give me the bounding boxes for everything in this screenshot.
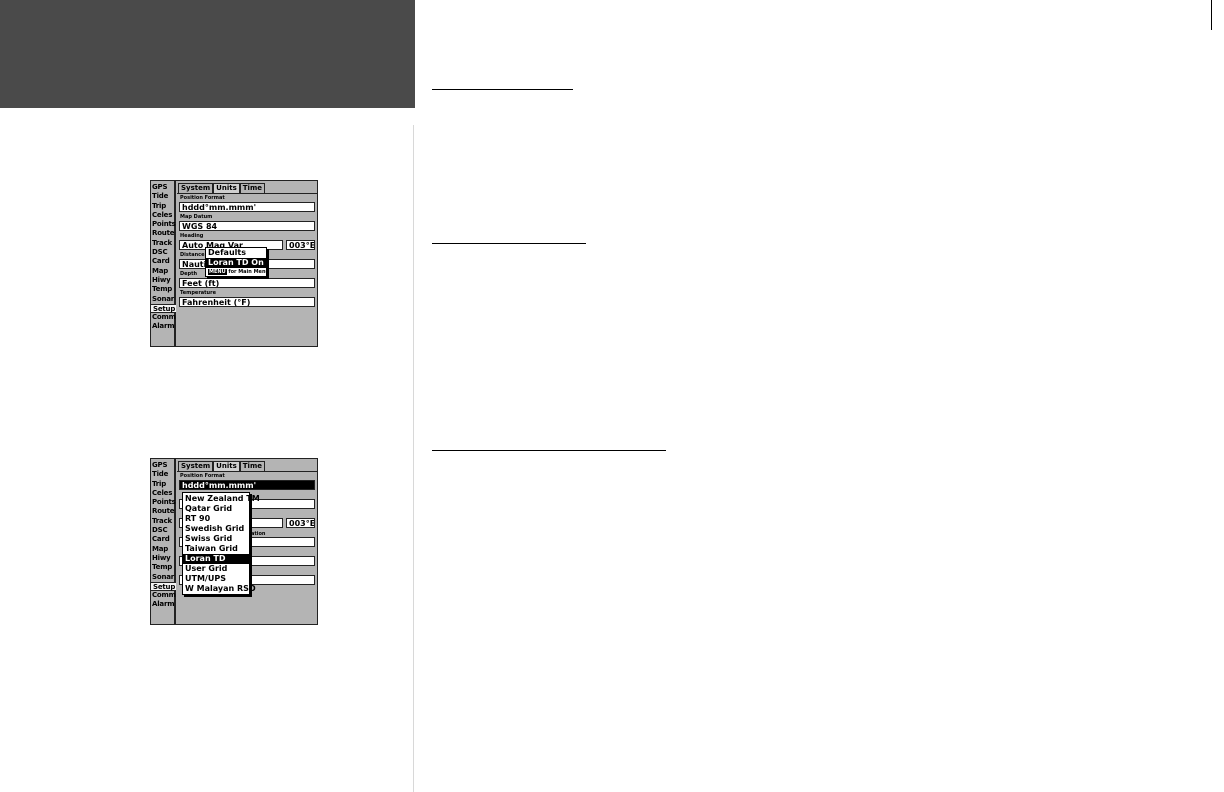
tab-system[interactable]: System <box>178 183 214 193</box>
side-item-celes[interactable]: Celes <box>152 210 173 219</box>
column-divider <box>413 125 414 792</box>
tab-underline <box>177 193 317 194</box>
side-item-dsc[interactable]: DSC <box>152 248 168 257</box>
format-option-qatar-grid[interactable]: Qatar Grid <box>185 504 233 513</box>
side-item-points[interactable]: Points <box>152 498 176 507</box>
position-format-field[interactable]: hddd°mm.mmm' <box>179 202 315 212</box>
side-item-track[interactable]: Track <box>152 238 172 247</box>
tab-units[interactable]: Units <box>213 183 240 193</box>
side-item-trip[interactable]: Trip <box>152 479 167 488</box>
side-item-tide[interactable]: Tide <box>152 470 169 479</box>
format-option-utm-ups[interactable]: UTM/UPS <box>185 574 226 583</box>
tab-time[interactable]: Time <box>239 461 265 471</box>
temperature-field[interactable]: Fahrenheit (°F) <box>179 297 315 307</box>
side-item-comm[interactable]: Comm <box>152 313 176 322</box>
side-item-route[interactable]: Route <box>152 507 175 516</box>
main-menu-list: GPS Tide Trip Celes Points Route Track D… <box>150 459 176 624</box>
menu-hint: MENU for Main Menu <box>206 268 270 276</box>
heading-label: Heading <box>180 233 204 239</box>
menu-key: MENU <box>208 269 227 275</box>
position-format-screen: GPS Tide Trip Celes Points Route Track D… <box>150 458 318 625</box>
tab-underline <box>177 471 317 472</box>
menu-option-loran-td-on[interactable]: Loran TD On <box>206 258 266 268</box>
side-item-map[interactable]: Map <box>152 544 169 553</box>
format-option-w-malayan-rso[interactable]: W Malayan RSO <box>185 584 256 593</box>
section-rule-1 <box>432 89 573 90</box>
heading-var-field[interactable]: 003°E <box>286 518 315 528</box>
side-item-hiwy[interactable]: Hiwy <box>152 553 171 562</box>
page-edge-tick <box>1211 0 1212 30</box>
side-item-card[interactable]: Card <box>152 257 170 266</box>
heading-var-field[interactable]: 003°E <box>286 240 315 250</box>
side-item-map[interactable]: Map <box>152 266 169 275</box>
tab-units[interactable]: Units <box>213 461 240 471</box>
side-item-tide[interactable]: Tide <box>152 192 169 201</box>
map-datum-label: Map Datum <box>180 214 213 220</box>
tab-time[interactable]: Time <box>239 183 265 193</box>
position-format-label: Position Format <box>180 473 225 479</box>
menu-option-defaults[interactable]: Defaults <box>208 248 246 257</box>
side-item-alarm[interactable]: Alarm <box>152 322 175 331</box>
side-item-setup[interactable]: Setup <box>150 581 176 592</box>
format-option-new-zealand-tm[interactable]: New Zealand TM <box>185 494 260 503</box>
side-item-sonar[interactable]: Sonar <box>152 572 175 581</box>
side-item-temp[interactable]: Temp <box>152 285 173 294</box>
side-item-card[interactable]: Card <box>152 535 170 544</box>
units-options-menu: Defaults Loran TD On MENU for Main Menu <box>205 247 270 277</box>
depth-label: Depth <box>180 271 198 277</box>
side-item-points[interactable]: Points <box>152 220 176 229</box>
side-item-celes[interactable]: Celes <box>152 488 173 497</box>
side-item-trip[interactable]: Trip <box>152 201 167 210</box>
side-item-sonar[interactable]: Sonar <box>152 294 175 303</box>
partial-field-label: ation <box>251 531 266 537</box>
setup-tabs: System Units Time <box>178 183 265 193</box>
side-item-temp[interactable]: Temp <box>152 563 173 572</box>
side-item-track[interactable]: Track <box>152 516 172 525</box>
side-item-gps[interactable]: GPS <box>152 461 168 469</box>
side-item-comm[interactable]: Comm <box>152 591 176 600</box>
menu-hint-text: for Main Menu <box>228 269 270 275</box>
side-item-hiwy[interactable]: Hiwy <box>152 275 171 284</box>
format-option-loran-td[interactable]: Loran TD <box>183 554 249 564</box>
depth-field[interactable]: Feet (ft) <box>179 278 315 288</box>
map-datum-field[interactable]: WGS 84 <box>179 221 315 231</box>
header-block <box>0 0 415 108</box>
format-option-swiss-grid[interactable]: Swiss Grid <box>185 534 233 543</box>
format-option-taiwan-grid[interactable]: Taiwan Grid <box>185 544 238 553</box>
setup-tabs: System Units Time <box>178 461 265 471</box>
position-format-dropdown: New Zealand TM Qatar Grid RT 90 Swedish … <box>182 492 260 595</box>
position-format-label: Position Format <box>180 195 225 201</box>
position-format-field[interactable]: hddd°mm.mmm' <box>179 480 315 490</box>
section-rule-2 <box>432 243 586 244</box>
format-option-rt-90[interactable]: RT 90 <box>185 514 211 523</box>
distance-label: Distance <box>180 252 205 258</box>
side-item-route[interactable]: Route <box>152 229 175 238</box>
section-rule-3 <box>432 450 666 451</box>
format-option-user-grid[interactable]: User Grid <box>185 564 228 573</box>
tab-system[interactable]: System <box>178 461 214 471</box>
main-menu-list: GPS Tide Trip Celes Points Route Track D… <box>150 181 176 346</box>
temperature-label: Temperature <box>180 290 216 296</box>
side-item-dsc[interactable]: DSC <box>152 526 168 535</box>
format-option-swedish-grid[interactable]: Swedish Grid <box>185 524 245 533</box>
setup-units-screen: GPS Tide Trip Celes Points Route Track D… <box>150 180 318 347</box>
side-item-gps[interactable]: GPS <box>152 183 168 191</box>
side-item-alarm[interactable]: Alarm <box>152 600 175 609</box>
side-item-setup[interactable]: Setup <box>150 303 176 314</box>
